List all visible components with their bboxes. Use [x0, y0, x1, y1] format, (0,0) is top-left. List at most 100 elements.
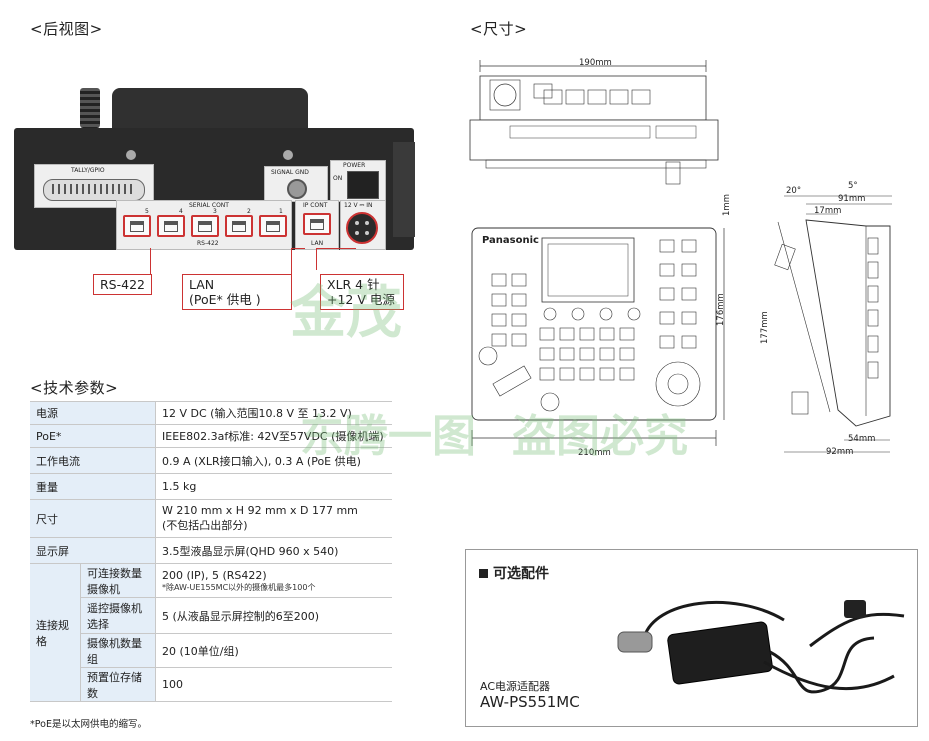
dim-angle-5: 5° [848, 181, 858, 191]
watermark-text: 金茂 [290, 281, 402, 346]
lan-small-label: LAN [311, 240, 324, 247]
watermark-text: 东腾一图 [300, 411, 476, 462]
lan-callout-line2: (PoE* 供电 ) [189, 292, 261, 307]
port-number: 3 [213, 208, 217, 215]
top-view-drawing [469, 60, 719, 185]
ip-cont-label: IP CONT [303, 202, 328, 209]
table-row: 工作电流 0.9 A (XLR接口输入), 0.3 A (PoE 供电) [30, 447, 392, 474]
xlr-callout: XLR 4 针 +12 V 电源 [320, 274, 404, 310]
front-view-drawing [471, 227, 725, 446]
spec-label: 工作电流 [30, 447, 156, 474]
spec-sub-label: 预置位存储数 [80, 667, 156, 702]
power-switch[interactable] [347, 171, 379, 199]
serial-cont-panel: SERIAL CONT 5 4 3 2 1 RS-422 [116, 200, 292, 250]
xlr-callout-line1: XLR 4 针 [327, 277, 380, 292]
callout-line [291, 248, 305, 249]
spec-value: 12 V DC (输入范围10.8 V 至 13.2 V) [155, 401, 392, 425]
callout-line [316, 248, 356, 249]
lan-callout: LAN (PoE* 供电 ) [182, 274, 292, 310]
dim-side-54: 54mm [848, 434, 876, 444]
table-row: 电源 12 V DC (输入范围10.8 V 至 13.2 V) [30, 401, 392, 425]
spec-value: 3.5型液晶显示屏(QHD 960 x 540) [155, 537, 392, 564]
spec-value: 5 (从液晶显示屏控制的6至200) [155, 597, 392, 634]
port-number: 4 [179, 208, 183, 215]
tally-gpio-panel: TALLY/GPIO [34, 164, 154, 208]
lan-callout-line1: LAN [189, 277, 215, 292]
brand-logo: Panasonic [482, 235, 539, 246]
callout-line [150, 248, 151, 284]
rs422-port[interactable] [157, 215, 185, 237]
spec-label: 尺寸 [30, 499, 156, 538]
spec-label: 电源 [30, 401, 156, 425]
dim-front-height: 176mm [716, 293, 726, 326]
rs422-port[interactable] [191, 215, 219, 237]
dim-angle-20: 20° [786, 186, 802, 196]
table-row: 显示屏 3.5型液晶显示屏(QHD 960 x 540) [30, 537, 392, 564]
option-item-model: AW-PS551MC [480, 693, 580, 711]
table-row: 尺寸 W 210 mm x H 92 mm x D 177 mm (不包括凸出部… [30, 499, 392, 538]
optional-accessory-box [465, 549, 918, 727]
spec-sub-label: 遥控摄像机选择 [80, 597, 156, 634]
spec-value: 0.9 A (XLR接口输入), 0.3 A (PoE 供电) [155, 447, 392, 474]
rear-view-title: <后视图> [30, 20, 103, 38]
rs422-port[interactable] [225, 215, 253, 237]
spec-table: 电源 12 V DC (输入范围10.8 V 至 13.2 V) PoE* IE… [30, 401, 392, 702]
rs422-callout: RS-422 [93, 274, 152, 295]
footnote: *PoE是以太网供电的缩写。 [30, 719, 147, 730]
spec-note: *除AW-UE155MC以外的摄像机最多100个 [162, 582, 316, 592]
dim-side-top: 1mm [722, 194, 732, 216]
side-view-drawing [774, 195, 892, 453]
square-bullet-icon [479, 569, 488, 578]
group-label: 连接规格 [30, 563, 81, 702]
dc-in-panel: 12 V ⎓ IN [340, 200, 386, 250]
spec-label: 重量 [30, 473, 156, 500]
xlr-connector-icon[interactable] [346, 212, 378, 244]
option-title-row: 可选配件 [479, 563, 549, 583]
dsub-connector [43, 179, 145, 201]
dim-side-91: 91mm [838, 194, 866, 204]
dim-side-177: 177mm [760, 311, 770, 344]
spec-label: PoE* [30, 424, 156, 448]
power-label: POWER [343, 162, 366, 169]
signal-gnd-label: SIGNAL GND [271, 169, 309, 176]
dimensions-title: <尺寸> [470, 20, 528, 38]
tally-gpio-label: TALLY/GPIO [71, 167, 105, 174]
rs422-port[interactable] [259, 215, 287, 237]
spec-value: IEEE802.3af标准: 42V至57VDC (摄像机端) [155, 424, 392, 448]
table-row: PoE* IEEE802.3af标准: 42V至57VDC (摄像机端) [30, 424, 392, 448]
spec-value: 100 [155, 667, 392, 702]
power-adapter-image [617, 600, 905, 694]
spec-value: W 210 mm x H 92 mm x D 177 mm (不包括凸出部分) [155, 499, 392, 538]
signal-gnd-panel: SIGNAL GND [264, 166, 328, 202]
spec-value-line1: W 210 mm x H 92 mm x D 177 mm [162, 504, 358, 517]
antenna-connector [80, 88, 100, 128]
screw-icon [283, 150, 293, 160]
power-panel: POWER ON [330, 160, 386, 202]
rear-side-block [393, 142, 415, 237]
lan-port[interactable] [303, 213, 331, 235]
table-row: 预置位存储数 100 [30, 667, 392, 702]
dim-top-width: 190mm [579, 58, 612, 68]
port-number: 2 [247, 208, 251, 215]
spec-sub-label: 摄像机数量组 [80, 633, 156, 668]
serial-cont-label: SERIAL CONT [189, 202, 229, 209]
dim-side-92: 92mm [826, 447, 854, 457]
dc-in-label: 12 V ⎓ IN [344, 202, 373, 209]
option-title: 可选配件 [493, 566, 549, 582]
table-row: 摄像机数量组 20 (10单位/组) [30, 633, 392, 668]
spec-sub-label: 可连接数量摄像机 [80, 563, 156, 598]
screw-icon [126, 150, 136, 160]
dim-front-width: 210mm [578, 448, 611, 458]
ip-cont-panel: IP CONT LAN [295, 200, 339, 250]
dim-side-17: 17mm [814, 206, 842, 216]
rs422-port[interactable] [123, 215, 151, 237]
spec-title: <技术参数> [30, 379, 119, 397]
table-row: 遥控摄像机选择 5 (从液晶显示屏控制的6至200) [30, 597, 392, 634]
table-row: 重量 1.5 kg [30, 473, 392, 500]
rs422-small-label: RS-422 [197, 240, 219, 247]
power-on-label: ON [333, 175, 343, 182]
rear-top-housing [112, 88, 308, 132]
spec-label: 显示屏 [30, 537, 156, 564]
spec-value-line2: (不包括凸出部分) [162, 519, 248, 532]
port-number: 5 [145, 208, 149, 215]
